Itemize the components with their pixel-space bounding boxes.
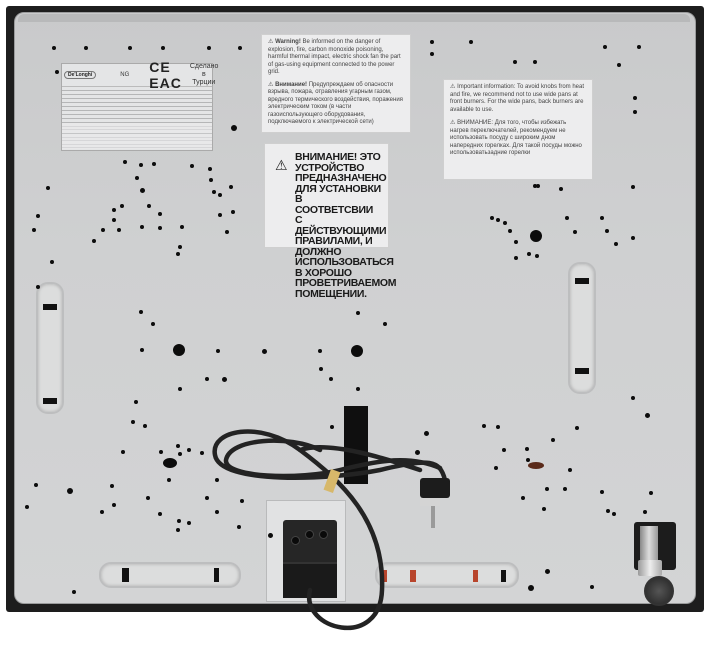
warning-icon: ⚠ <box>450 120 456 126</box>
terminal-block <box>283 520 337 598</box>
ventilation-sticker: ⚠ ВНИМАНИЕ! ЭТО УСТРОЙСТВО ПРЕДНАЗНАЧЕНО… <box>264 143 397 299</box>
slot-tab <box>382 570 387 582</box>
slot-tab <box>575 368 589 374</box>
slot-tab <box>575 278 589 284</box>
warning-icon: ⚠ <box>275 157 288 173</box>
cable-clamp <box>283 562 337 598</box>
mounting-bracket <box>344 406 368 484</box>
mounting-slot-left <box>36 282 64 414</box>
terminal-screw <box>305 530 314 539</box>
warning-icon: ⚠ <box>268 39 274 45</box>
certification-marks: CE EAC <box>149 59 182 91</box>
warning-sticker: ⚠ Warning! Be informed on the danger of … <box>261 34 411 133</box>
panel-edge <box>18 14 690 22</box>
gas-inlet-fitting <box>628 520 682 606</box>
slot-tab <box>43 398 57 404</box>
important-info-sticker: ⚠ Important information: To avoid knobs … <box>443 79 593 180</box>
brand-logo: De'Longhi <box>64 71 97 79</box>
rating-plate: De'Longhi NG CE EAC Сделано в Турции <box>61 59 218 151</box>
warning-icon: ⚠ <box>268 81 274 88</box>
gas-type: NG <box>120 72 130 78</box>
slot-tab <box>501 570 506 582</box>
terminal-screw <box>319 530 328 539</box>
slot-tab <box>122 568 129 582</box>
spec-table <box>62 87 212 123</box>
mounting-slot-bottom-right <box>375 562 519 588</box>
slot-tab <box>473 570 478 582</box>
slot-tab <box>410 570 416 582</box>
terminal-screw <box>291 536 300 545</box>
warning-icon: ⚠ <box>450 84 456 90</box>
spec-notes <box>62 123 212 149</box>
mounting-slot-bottom-left <box>99 562 241 588</box>
made-in: Сделано в Турции <box>189 63 219 86</box>
slot-tab <box>43 304 57 310</box>
slot-tab <box>214 568 219 582</box>
